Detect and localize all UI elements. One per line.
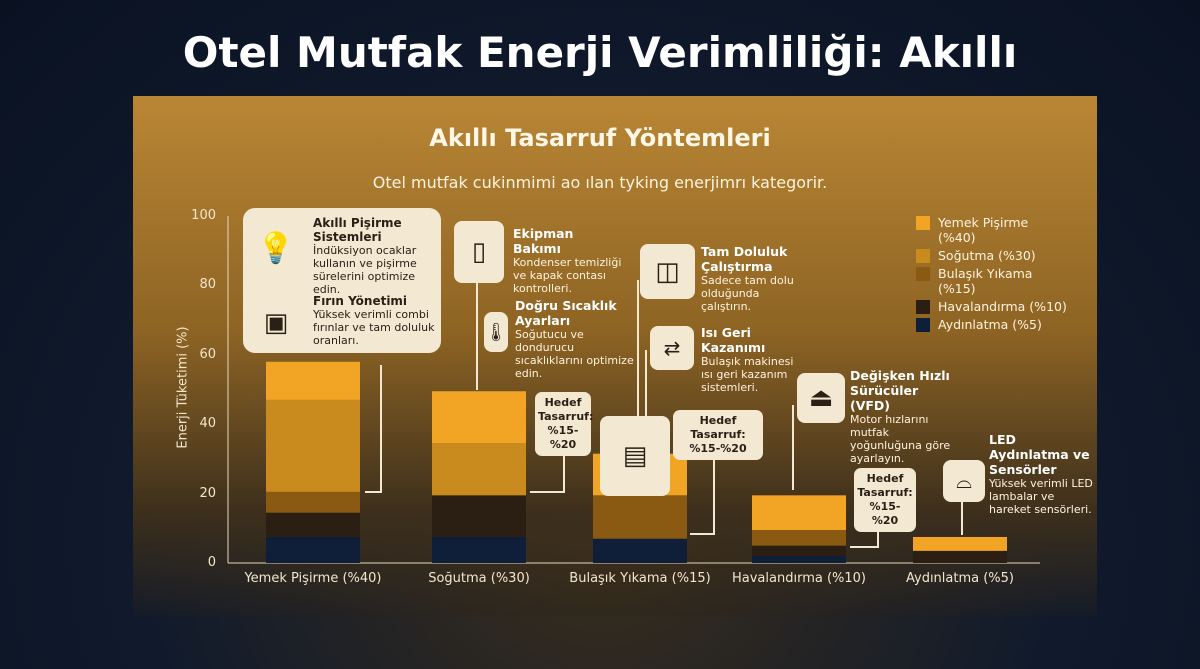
legend-label: Bulaşık Yıkama (%15) [938,266,1033,296]
legend: Yemek Pişirme (%40) Soğutma (%30) Bulaşık … [916,215,1068,335]
refrigerator-icon: ▯ [454,221,504,283]
bar-segment [266,399,360,492]
annotation-title: Fırın Yönetimi [313,294,408,308]
y-tick-label: 80 [199,277,216,293]
y-tick-label: 40 [199,416,216,432]
legend-label: Havalandırma (%10) [938,299,1067,314]
y-tick-label: 60 [199,346,216,362]
stove-bulb-icon: 💡 [247,218,305,278]
x-tick-label: Havalandırma (%10) [732,571,866,586]
x-tick-label: Yemek Pişirme (%40) [244,571,382,586]
bar-segment [913,550,1007,563]
annotation-title: Akıllı Pişirme Sistemleri [313,216,402,244]
legend-item: Soğutma (%30) [916,248,1068,263]
y-tick-label: 0 [207,555,216,570]
connector-line [365,491,381,493]
annotation-text: Yüksek verimli combi fırınlar ve tam dol… [313,308,435,347]
connector-line [563,448,565,493]
bar-segment [752,530,846,546]
connector-line [850,546,878,548]
bar-segment [752,495,846,531]
bar-segment [593,538,687,563]
dishwasher-open-icon: ▤ [600,416,670,496]
ceiling-lamp-icon: ⌓ [943,460,985,502]
bar-segment [913,536,1007,551]
legend-swatch [916,216,930,230]
chart-title: Akıllı Tasarruf Yöntemleri [429,124,771,152]
bar-segment [266,361,360,400]
connector-line [877,518,879,548]
y-tick-label: 20 [199,485,216,501]
annotation-text: Bulaşık makinesi ısı geri kazanım sistem… [701,355,794,394]
annotation-title: Isı Geri Kazanımı [701,325,766,355]
legend-swatch [916,249,930,263]
annotation-title: Değişken Hızlı Sürücüler (VFD) [850,368,950,413]
legend-label: Yemek Pişirme (%40) [938,215,1029,245]
connector-line [476,282,478,390]
x-tick-label: Bulaşık Yıkama (%15) [569,571,711,586]
connector-line [792,405,794,490]
target-badge: Hedef Tasarruf: %15-%20 [535,392,593,456]
legend-item: Bulaşık Yıkama (%15) [916,266,1068,296]
bar-segment [752,556,846,563]
annotation-text: Yüksek verimli LED lambalar ve hareket s… [989,477,1093,516]
legend-item: Aydınlatma (%5) [916,317,1068,332]
annotation-text: Soğutucu ve dondurucu sıcaklıklarını opt… [515,328,634,380]
thermometer-icon: 🌡 [484,312,508,352]
annotation-text: Sadece tam dolu olduğunda çalıştırın. [701,274,794,313]
annotation-title: Tam Doluluk Çalıştırma [701,244,788,274]
bar-segment [266,491,360,513]
connector-line [690,533,714,535]
connector-line [961,500,963,535]
bar-segment [432,391,526,444]
connector-line [637,280,639,455]
range-hood-icon: ⏏ [797,373,845,423]
x-tick-label: Soğutma (%30) [428,571,530,586]
annotation-text: İndüksiyon ocaklar kullanın ve pişirme s… [313,244,417,296]
chart-description: Otel mutfak cukinmimi ao ılan tyking ene… [372,173,828,192]
annotation-title: Doğru Sıcaklık Ayarları [515,298,617,328]
target-badge: Hedef Tasarruf: %15-%20 [854,468,916,532]
bar-segment [752,545,846,557]
y-tick-label: 100 [191,208,216,223]
heat-recovery-icon: ⇄ [650,326,694,370]
dishwasher-icon: ◫ [640,244,695,299]
annotation-title: Ekipman Bakımı [513,226,574,256]
annotation-cooking: 💡 Akıllı Pişirme Sistemleri İndüksiyon o… [243,208,441,353]
legend-swatch [916,267,930,281]
legend-label: Soğutma (%30) [938,248,1036,263]
annotation-text: Motor hızlarını mutfak yoğunluğuna göre … [850,413,951,465]
bar-segment [593,495,687,539]
legend-swatch [916,300,930,314]
annotation-text: Kondenser temizliği ve kapak contası kon… [513,256,622,295]
annotation-title: LED Aydınlatma ve Sensörler [989,432,1090,477]
target-badge: Hedef Tasarruf: %15-%20 [673,410,763,460]
legend-swatch [916,318,930,332]
connector-line [645,350,647,455]
connector-line [380,365,382,493]
connector-line [530,491,564,493]
bar-segment [266,512,360,537]
page-title: Otel Mutfak Enerji Verimliliği: Akıllı [182,28,1018,77]
legend-item: Havalandırma (%10) [916,299,1068,314]
oven-icon: ▣ [247,300,305,345]
annotation-vfd: Değişken Hızlı Sürücüler (VFD)Motor hızl… [850,368,960,465]
bar-segment [432,536,526,563]
bar-segment [432,495,526,537]
legend-label: Aydınlatma (%5) [938,317,1042,332]
bar-segment [432,443,526,496]
x-tick-label: Aydınlatma (%5) [905,571,1014,586]
bar-segment [266,536,360,563]
connector-line [713,450,715,535]
legend-item: Yemek Pişirme (%40) [916,215,1068,245]
